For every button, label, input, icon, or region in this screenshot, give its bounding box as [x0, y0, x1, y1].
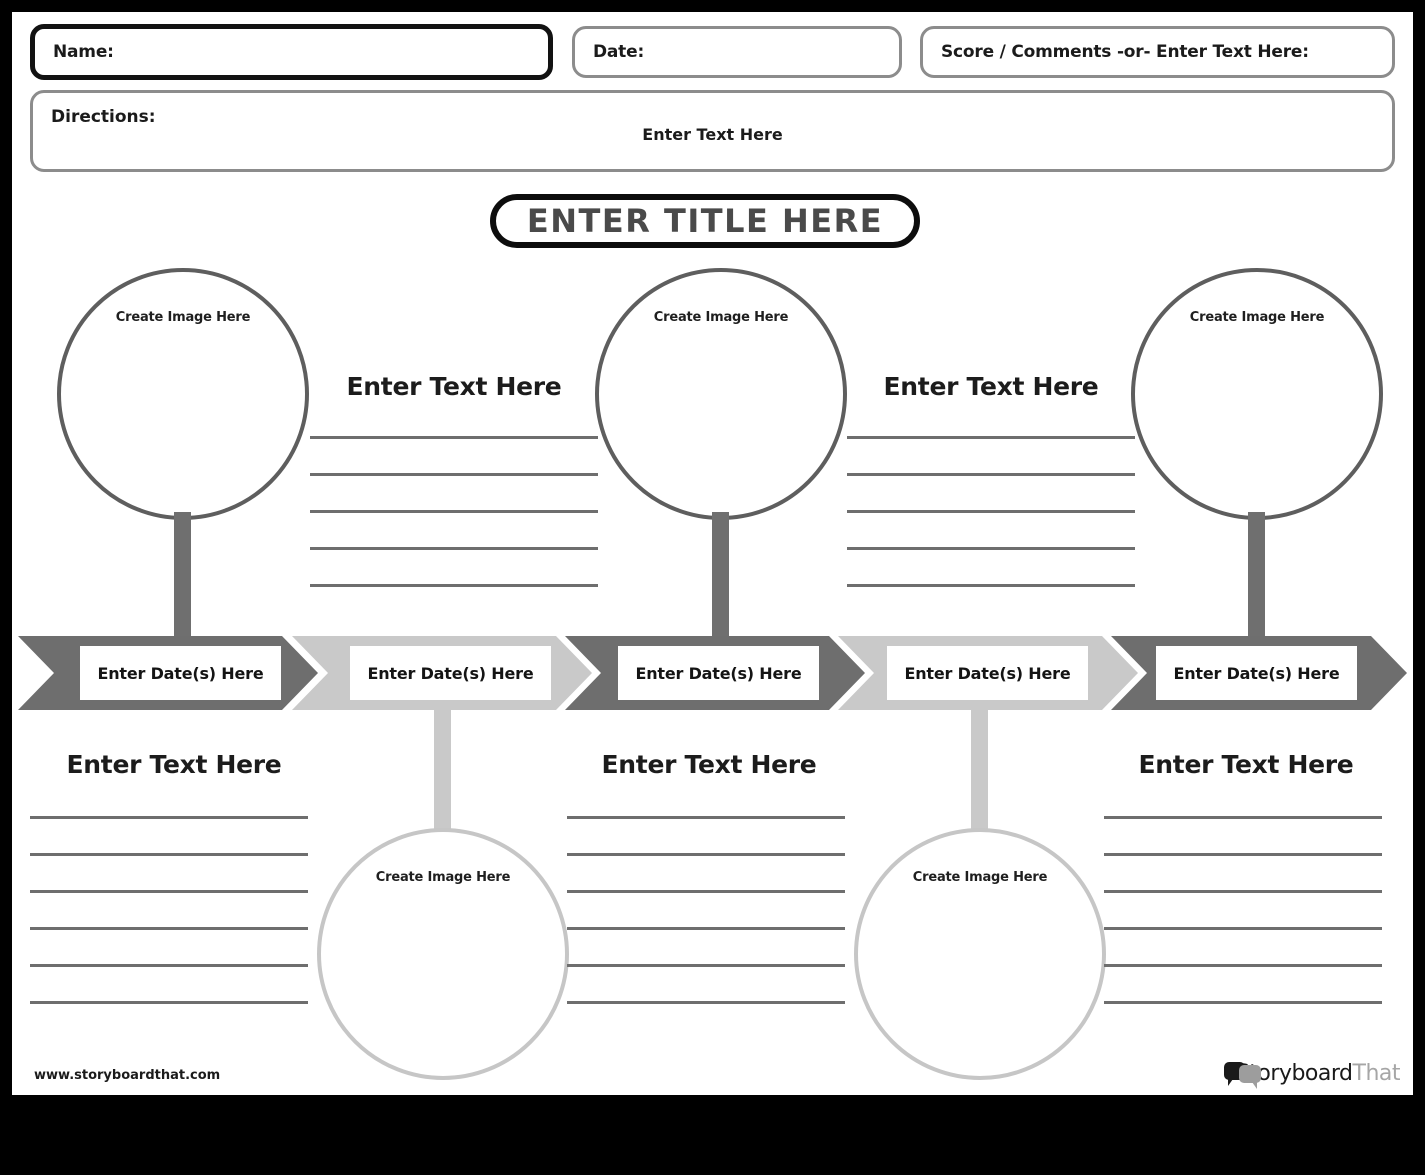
timeline-step-1-box[interactable]: Enter Date(s) Here: [80, 646, 281, 700]
timeline-step-4-box[interactable]: Enter Date(s) Here: [887, 646, 1088, 700]
timeline-step-2-box[interactable]: Enter Date(s) Here: [350, 646, 551, 700]
text-heading-bottom-3[interactable]: Enter Text Here: [1138, 750, 1354, 779]
timeline-step-1-label: Enter Date(s) Here: [97, 663, 264, 683]
timeline-step-2-label: Enter Date(s) Here: [367, 663, 534, 683]
image-placeholder-bottom-2[interactable]: Create Image Here: [854, 828, 1106, 1080]
image-placeholder-top-3[interactable]: Create Image Here: [1131, 268, 1383, 520]
writing-lines-bottom-2[interactable]: [567, 816, 845, 1016]
connector-stem-top-1: [174, 512, 191, 642]
timeline-step-5-label: Enter Date(s) Here: [1173, 663, 1340, 683]
image-placeholder-label: Create Image Here: [375, 870, 511, 885]
date-field[interactable]: Date:: [572, 26, 902, 78]
connector-stem-top-3: [1248, 512, 1265, 642]
speech-bubbles-icon: [1224, 1060, 1261, 1089]
connector-stem-bottom-2: [971, 704, 988, 834]
image-placeholder-label: Create Image Here: [1189, 310, 1325, 325]
timeline-step-5-box[interactable]: Enter Date(s) Here: [1156, 646, 1357, 700]
writing-lines-top-1[interactable]: [310, 436, 598, 596]
timeline-step-3-box[interactable]: Enter Date(s) Here: [618, 646, 819, 700]
image-placeholder-top-2[interactable]: Create Image Here: [595, 268, 847, 520]
date-label: Date:: [593, 42, 645, 62]
logo-word-secondary: That: [1352, 1060, 1401, 1086]
text-heading-top-2[interactable]: Enter Text Here: [883, 372, 1099, 401]
name-label: Name:: [53, 42, 114, 62]
image-placeholder-label: Create Image Here: [912, 870, 1048, 885]
text-heading-bottom-2[interactable]: Enter Text Here: [601, 750, 817, 779]
name-field[interactable]: Name:: [30, 24, 553, 80]
timeline-step-4-label: Enter Date(s) Here: [904, 663, 1071, 683]
website-url[interactable]: www.storyboardthat.com: [34, 1068, 221, 1083]
score-comments-label: Score / Comments -or- Enter Text Here:: [941, 42, 1309, 62]
timeline-bar: Enter Date(s) Here Enter Date(s) Here En…: [18, 636, 1407, 710]
storyboardthat-logo[interactable]: StoryboardThat: [1224, 1055, 1400, 1091]
text-heading-bottom-1[interactable]: Enter Text Here: [66, 750, 282, 779]
directions-field[interactable]: Directions: Enter Text Here: [30, 90, 1395, 172]
page-title: ENTER TITLE HERE: [526, 202, 884, 240]
directions-value[interactable]: Enter Text Here: [642, 125, 783, 144]
connector-stem-bottom-1: [434, 704, 451, 834]
worksheet-page: Name: Date: Score / Comments -or- Enter …: [12, 12, 1413, 1095]
image-placeholder-label: Create Image Here: [653, 310, 789, 325]
score-comments-field[interactable]: Score / Comments -or- Enter Text Here:: [920, 26, 1395, 78]
image-placeholder-bottom-1[interactable]: Create Image Here: [317, 828, 569, 1080]
image-placeholder-top-1[interactable]: Create Image Here: [57, 268, 309, 520]
text-heading-top-1[interactable]: Enter Text Here: [346, 372, 562, 401]
directions-label: Directions:: [51, 107, 156, 127]
connector-stem-top-2: [712, 512, 729, 642]
writing-lines-top-2[interactable]: [847, 436, 1135, 596]
image-placeholder-label: Create Image Here: [115, 310, 251, 325]
timeline-step-3-label: Enter Date(s) Here: [635, 663, 802, 683]
writing-lines-bottom-3[interactable]: [1104, 816, 1382, 1016]
title-banner[interactable]: ENTER TITLE HERE: [490, 194, 920, 248]
writing-lines-bottom-1[interactable]: [30, 816, 308, 1016]
